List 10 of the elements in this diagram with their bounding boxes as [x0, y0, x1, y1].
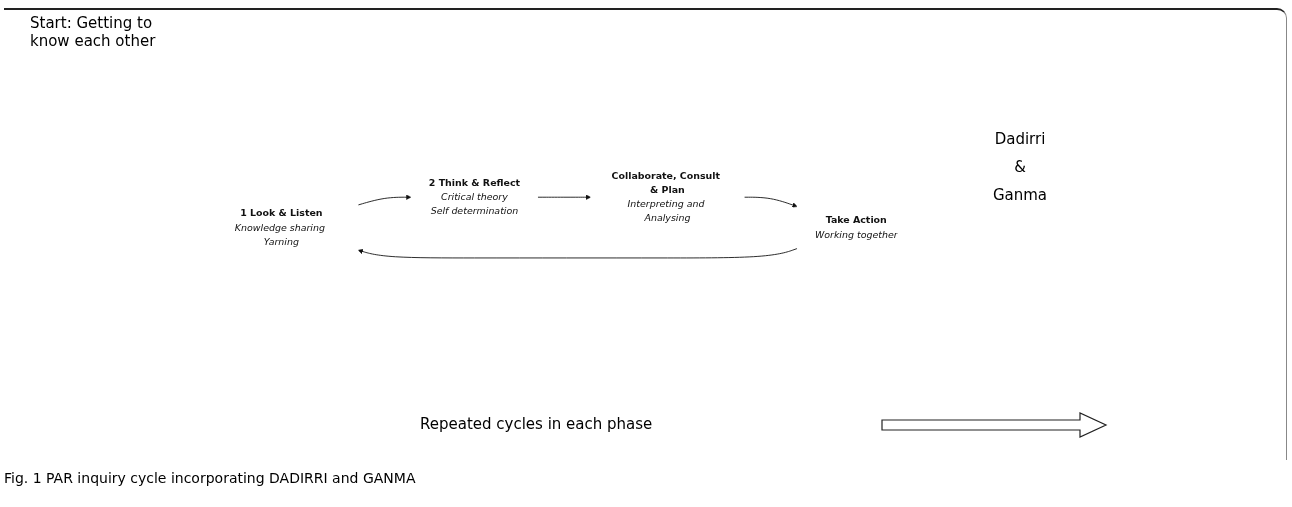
start-note: Start: Getting to know each other: [30, 14, 157, 50]
center-text: Dadirri: [993, 130, 1047, 148]
cycle-note: Repeated cycles in each phase: [420, 415, 653, 433]
node-text: 2 Think & Reflect Critical theory Self determination: [428, 177, 521, 217]
figure-caption: Fig. 1 PAR inquiry cycle incorporating DADIRRI and GANMA: [4, 470, 416, 486]
node-text: Collaborate, Consult & Plan Interpreting and Analysing: [611, 170, 721, 224]
center-text: Ganma: [991, 186, 1049, 204]
node-text: 1 Look & Listen Knowledge sharing Yarning: [234, 207, 325, 248]
center-text: &: [1013, 158, 1027, 176]
node-text: Take Action Working together: [814, 214, 898, 240]
